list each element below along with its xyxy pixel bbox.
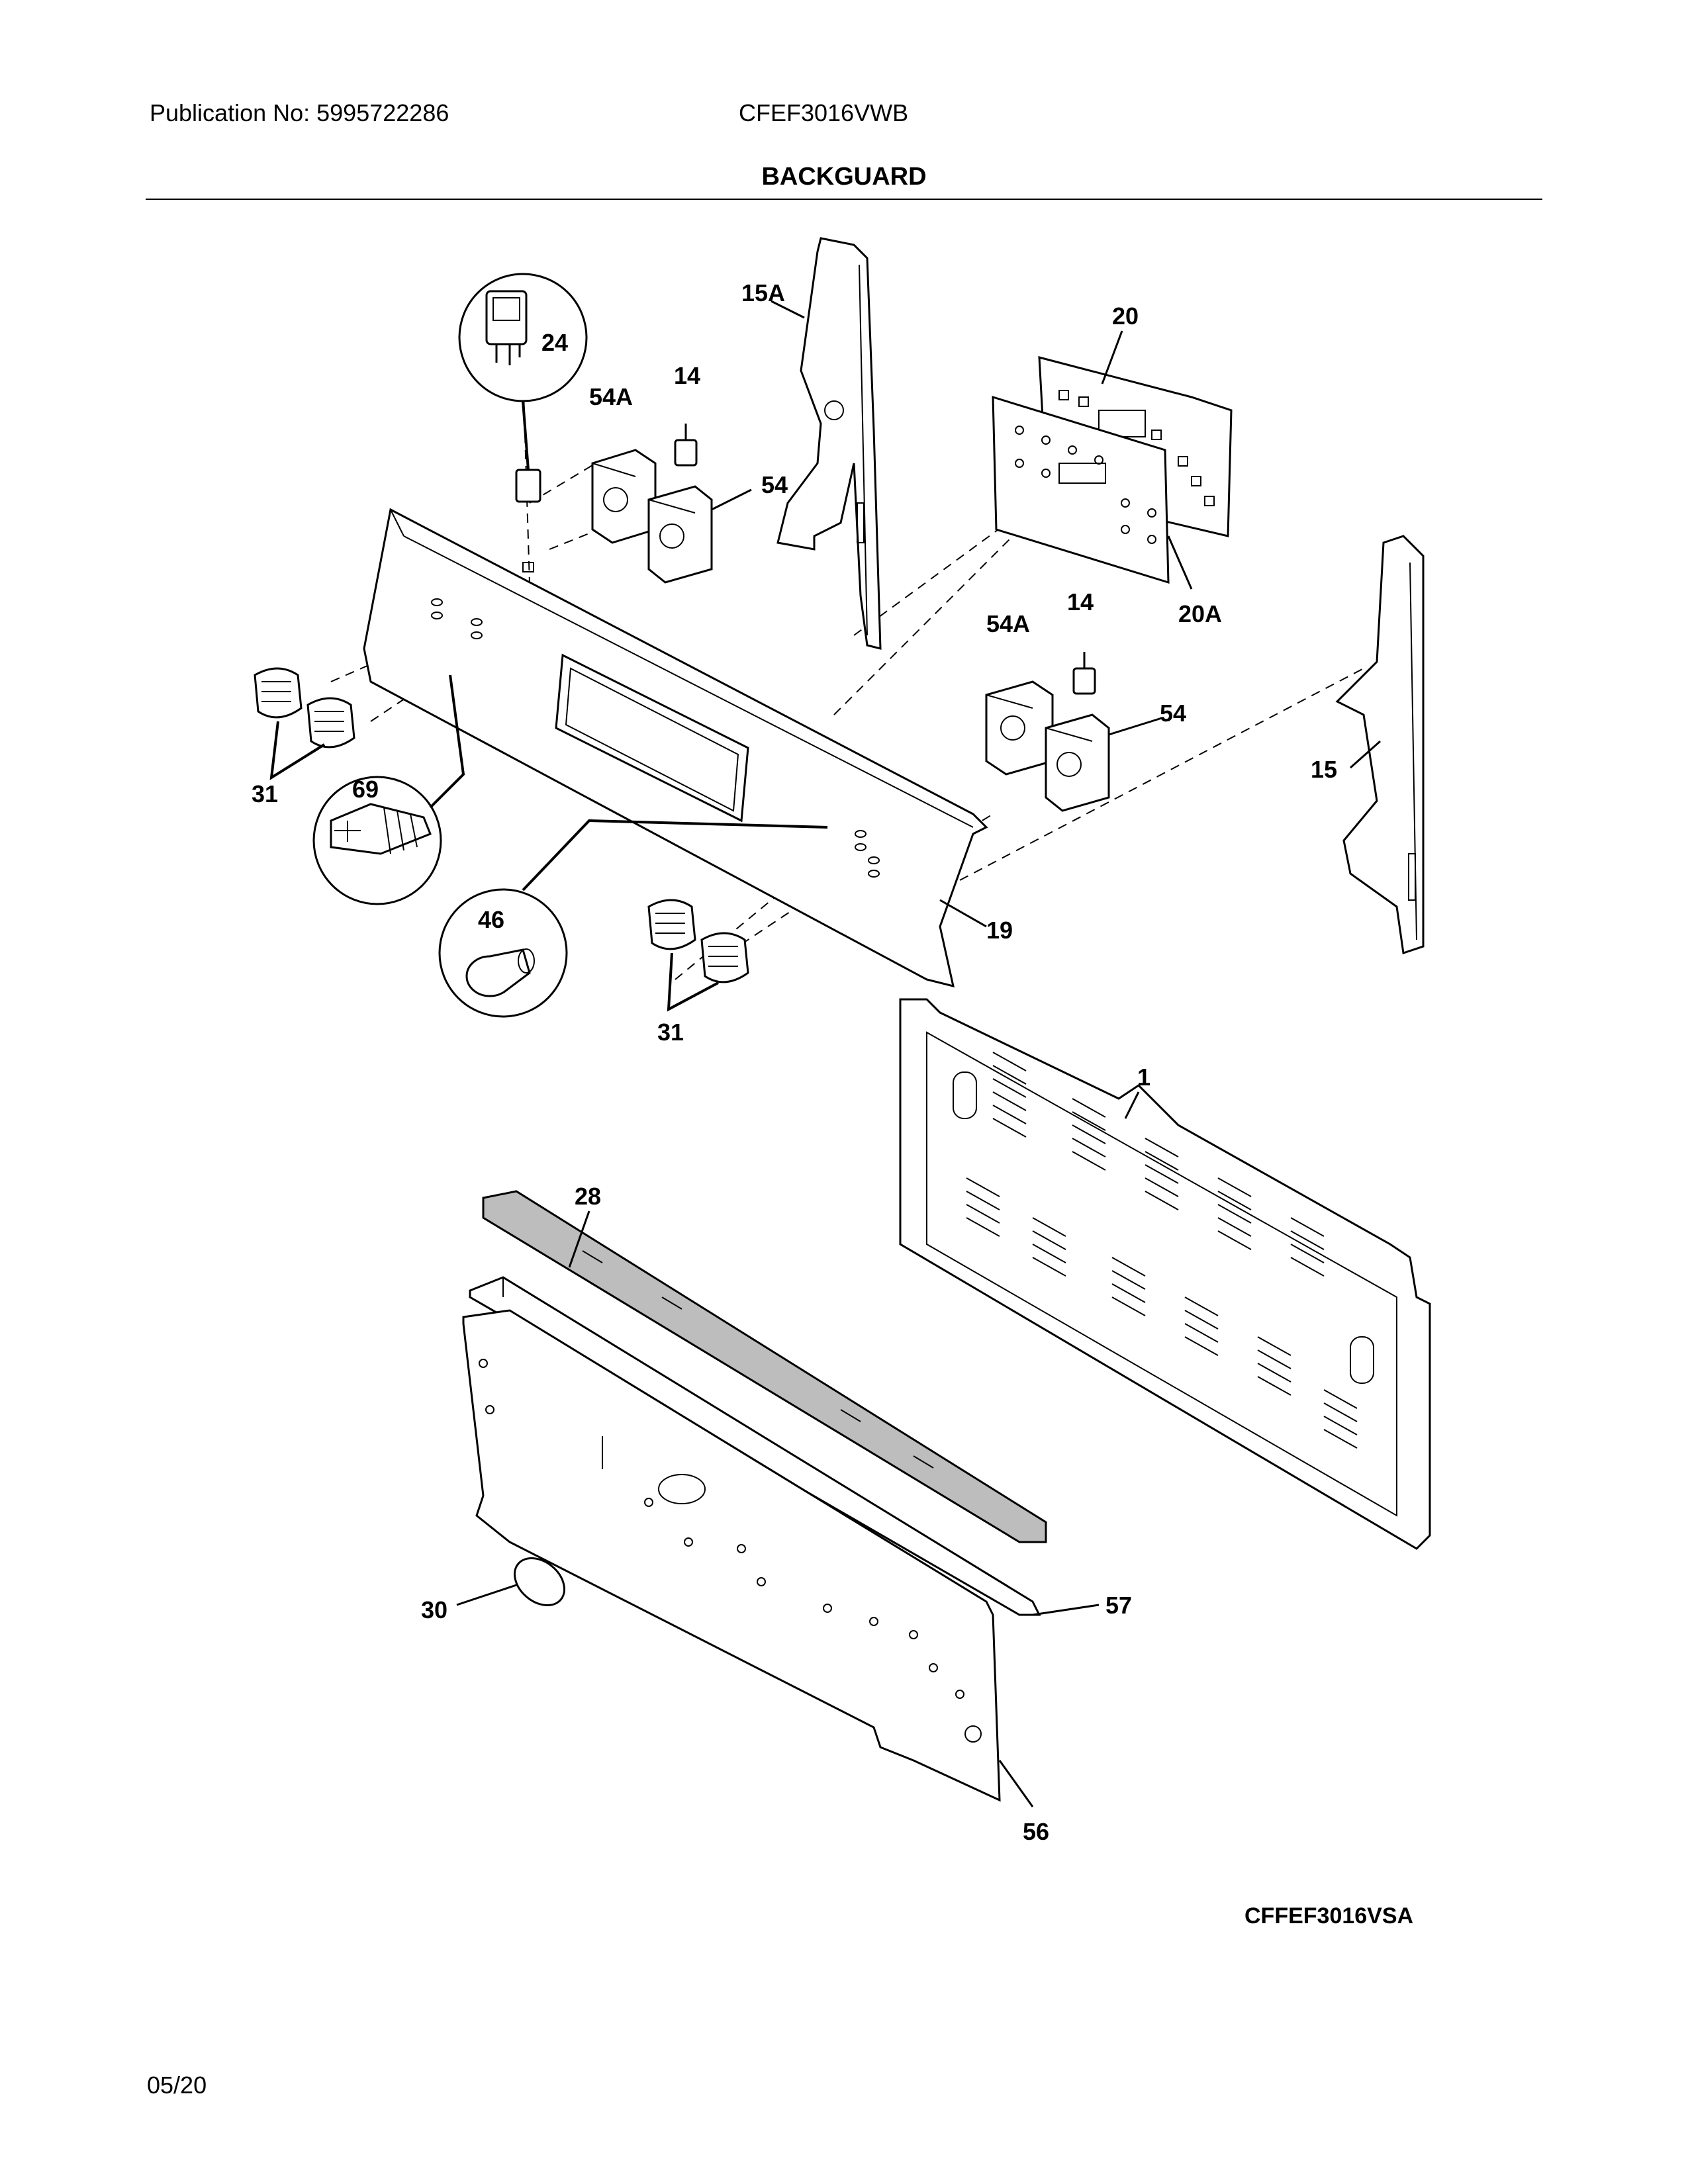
part-19-backguard-panel — [363, 508, 988, 988]
part-30-oval-plug — [513, 1557, 566, 1606]
callout-28: 28 — [575, 1183, 601, 1210]
callout-46: 46 — [478, 906, 504, 933]
callout-56: 56 — [1023, 1818, 1049, 1845]
part-46-plug-button — [438, 819, 828, 1018]
callout-14-upper: 14 — [674, 362, 700, 389]
publication-number: Publication No: 5995722286 — [150, 99, 449, 126]
louver-rows — [966, 1052, 1358, 1449]
callout-15A: 15A — [741, 279, 785, 306]
part-54-switch-upper — [647, 485, 713, 584]
part-28-gasket — [482, 1190, 1047, 1543]
section-title: BACKGUARD — [761, 163, 927, 191]
part-15-side-bracket — [1335, 535, 1425, 954]
part-69-screw — [312, 674, 465, 905]
part-54-switch-lower — [1045, 713, 1110, 812]
callout-leaders — [456, 300, 1381, 1807]
callout-15: 15 — [1311, 756, 1337, 783]
part-31-knobs-lower — [647, 899, 749, 1012]
revision-date: 05/20 — [147, 2071, 207, 2099]
callout-20: 20 — [1112, 302, 1139, 330]
part-54A-switch-upper — [591, 449, 657, 544]
callout-54-upper: 54 — [761, 471, 788, 498]
callout-19: 19 — [986, 917, 1013, 944]
part-24-rocker-switch — [458, 273, 588, 503]
callout-24: 24 — [541, 329, 568, 356]
callout-20A: 20A — [1178, 600, 1222, 627]
callout-31-left: 31 — [252, 780, 278, 807]
exploded-parts-diagram: 24 15A 20 14 54A 54 20A 14 54A 54 15 31 … — [252, 237, 1431, 1845]
callout-labels: 24 15A 20 14 54A 54 20A 14 54A 54 15 31 … — [252, 279, 1337, 1845]
callout-54A-lower: 54A — [986, 610, 1030, 637]
part-31-knobs-left — [254, 667, 355, 780]
part-56-support-panel — [462, 1309, 1001, 1802]
model-number: CFEF3016VWB — [739, 99, 909, 126]
callout-31-lower: 31 — [657, 1019, 684, 1046]
part-15A-side-bracket — [776, 237, 882, 650]
header-rule — [146, 199, 1542, 200]
part-54A-switch-lower — [985, 680, 1054, 776]
part-1-rear-panel — [899, 998, 1431, 1550]
part-14-relay-lower — [1072, 652, 1096, 695]
callout-30: 30 — [421, 1596, 447, 1623]
part-14-relay-upper — [674, 424, 698, 467]
part-20-control-board — [992, 356, 1233, 584]
diagram-code: CFFEF3016VSA — [1244, 1903, 1414, 1929]
callout-14-lower: 14 — [1067, 588, 1094, 615]
callout-69: 69 — [352, 776, 379, 803]
callout-54A-upper: 54A — [589, 383, 633, 410]
callout-57: 57 — [1105, 1592, 1132, 1619]
callout-54-lower: 54 — [1160, 700, 1186, 727]
callout-1: 1 — [1137, 1064, 1150, 1091]
